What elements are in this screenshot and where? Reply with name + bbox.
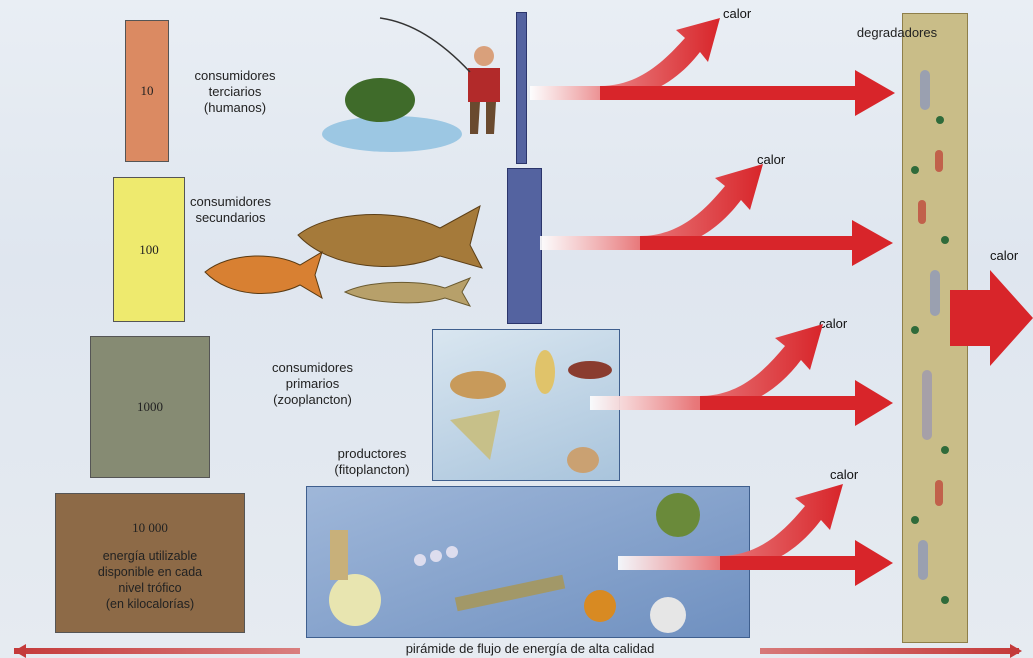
- zooplankton-icon: [450, 350, 612, 473]
- flow-arrow-decomposers: [950, 270, 1033, 366]
- flow-arrow-tertiary: [530, 18, 895, 116]
- flow-arrow-secondary: [540, 164, 893, 266]
- bottom-caption: pirámide de flujo de energía de alta cal…: [300, 640, 760, 658]
- flow-arrow-producers: [618, 484, 893, 586]
- flow-arrow-primary: [590, 324, 893, 426]
- fisherman-figure: [322, 18, 500, 152]
- fish-icon: [205, 206, 482, 306]
- bacteria-icon: [911, 70, 949, 604]
